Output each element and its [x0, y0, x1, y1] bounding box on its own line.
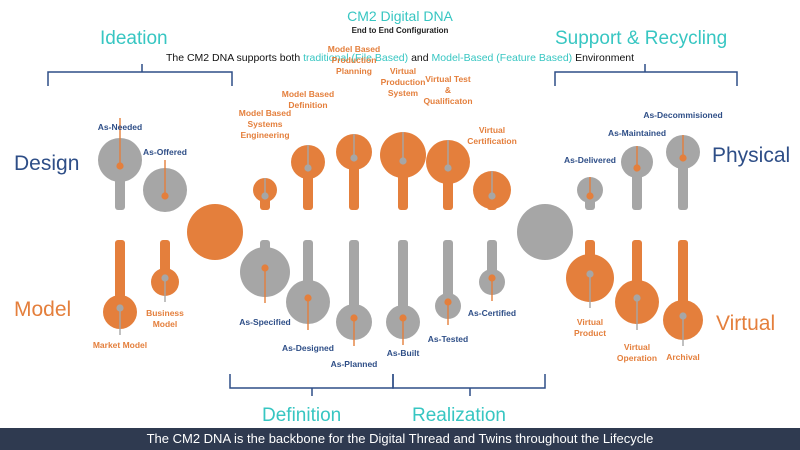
bracket: [392, 374, 546, 396]
top-label: As-Offered: [143, 147, 187, 157]
bottom-strand-stem: [398, 240, 408, 322]
phase-support: Support & Recycling: [555, 28, 728, 49]
bottom-leader-dot: [633, 294, 641, 302]
bottom-leader-dot: [488, 274, 496, 282]
page-subtitle: End to End Configuration: [351, 26, 449, 35]
connector-ball-right: [517, 204, 573, 260]
top-leader-dot: [586, 192, 594, 200]
bottom-label: Market Model: [93, 340, 147, 350]
top-label: As-Needed: [98, 122, 142, 132]
label-virtual: Virtual: [716, 312, 776, 335]
bottom-leader-dot: [116, 304, 124, 312]
label-design: Design: [14, 152, 80, 175]
top-label: As-Delivered: [564, 155, 616, 165]
top-label: As-Decommisioned: [643, 110, 722, 120]
bottom-strand-stem: [115, 240, 125, 312]
intro-suffix: Environment: [575, 52, 635, 64]
top-label: As-Maintained: [608, 128, 666, 138]
label-physical: Physical: [712, 144, 791, 167]
intro-prefix: The CM2 DNA supports both: [165, 52, 301, 64]
bottom-leader-dot: [444, 298, 452, 306]
intro-and: and: [411, 52, 429, 64]
bottom-leader-dot: [161, 274, 169, 282]
bottom-leader-dot: [304, 294, 312, 302]
top-leader-dot: [161, 192, 169, 200]
bottom-leader-dot: [586, 270, 594, 278]
bottom-leader-dot: [261, 264, 269, 272]
intro-traditional: traditional (File Based): [303, 52, 409, 64]
bottom-label: As-Designed: [282, 343, 334, 353]
top-leader-dot: [116, 162, 124, 170]
intro-text: The CM2 DNA supports both traditional (F…: [0, 52, 800, 64]
top-leader-dot: [488, 192, 496, 200]
intro-model-based: Model-Based (Feature Based): [431, 52, 573, 64]
page-title: CM2 Digital DNA: [347, 8, 453, 24]
top-leader-dot: [444, 164, 452, 172]
phase-definition: Definition: [262, 405, 342, 426]
top-leader-dot: [350, 154, 358, 162]
top-leader-dot: [399, 157, 407, 165]
label-model: Model: [14, 298, 72, 321]
phase-realization: Realization: [412, 405, 506, 426]
bottom-leader-dot: [350, 314, 358, 322]
bottom-strand-stem: [678, 240, 688, 320]
bottom-label: As-Specified: [239, 317, 291, 327]
bottom-label: As-Planned: [331, 359, 378, 369]
connector-ball-left: [187, 204, 243, 260]
bottom-strand-stem: [349, 240, 359, 322]
bottom-label: Archival: [666, 352, 700, 362]
top-leader-dot: [679, 154, 687, 162]
bracket: [554, 64, 738, 86]
bottom-label: As-Tested: [428, 334, 468, 344]
bracket: [229, 374, 394, 396]
top-label: Virtual Test&Qualificaton: [423, 74, 472, 106]
top-leader-dot: [633, 164, 641, 172]
bottom-leader-dot: [679, 312, 687, 320]
bottom-label: As-Certified: [468, 308, 516, 318]
bottom-label: As-Built: [387, 348, 420, 358]
bottom-strand-stem: [443, 240, 453, 306]
top-leader-dot: [261, 192, 269, 200]
phase-ideation: Ideation: [100, 28, 168, 49]
bottom-leader-dot: [399, 314, 407, 322]
footer-banner: The CM2 DNA is the backbone for the Digi…: [0, 428, 800, 450]
top-leader-dot: [304, 164, 312, 172]
bracket: [47, 64, 233, 86]
